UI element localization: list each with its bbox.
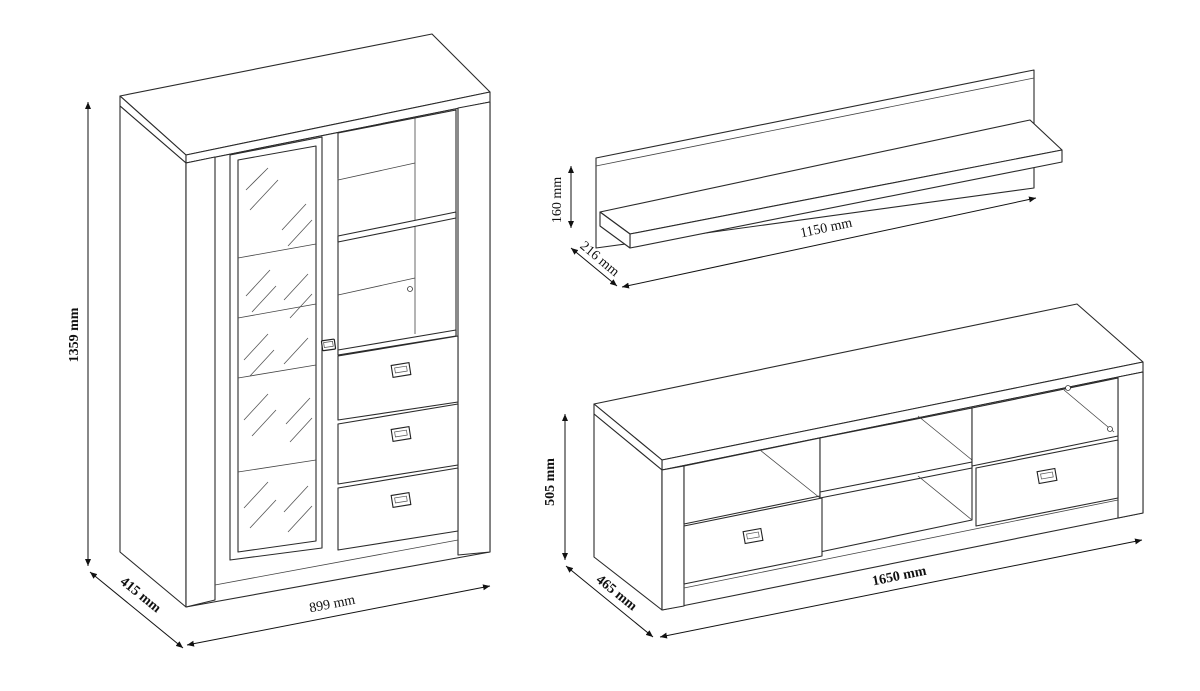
tv-stand-height-label: 505 mm (543, 458, 558, 506)
cabinet-right-post (457, 101, 491, 556)
cabinet-left-side-panel (119, 105, 187, 608)
cabinet-glass-door[interactable] (229, 136, 323, 561)
tv-stand-width-dimension-line (659, 538, 1143, 639)
cabinet-height-label: 1359 mm (67, 307, 82, 362)
tv-stand-left-post (661, 465, 685, 611)
drawer-handle-icon[interactable] (390, 362, 412, 378)
wall-shelf-drawing: 160 mm 216 mm 1150 mm (550, 69, 1063, 289)
cabinet-shelf-upper (337, 211, 457, 243)
glass-reflection-lines (243, 167, 313, 533)
drawer-handle-icon[interactable] (1036, 467, 1058, 485)
drawer-handle-icon[interactable] (390, 426, 412, 442)
tv-stand-drawing: 505 mm 465 mm 1650 mm (543, 303, 1144, 639)
door-handle-icon[interactable] (320, 338, 337, 352)
tv-stand-drawer-right[interactable] (975, 439, 1119, 527)
shelf-depth-dimension-line (570, 247, 618, 287)
drawer-handle-icon[interactable] (742, 527, 764, 545)
cabinet-drawer-3[interactable] (337, 467, 459, 551)
cabinet-left-post (185, 156, 216, 608)
cabinet-drawing: 1359 mm 415 mm 899 mm (67, 33, 491, 649)
cabinet-width-dimension-line (186, 584, 491, 647)
tv-stand-right-post (1117, 371, 1144, 519)
cabinet-drawer-2[interactable] (337, 403, 459, 485)
cabinet-glass-pane (237, 145, 317, 553)
cabinet-width-label: 899 mm (308, 593, 356, 617)
cabinet-depth-dimension-line (89, 571, 184, 649)
cabinet-drawer-1[interactable] (337, 335, 459, 421)
tv-stand-depth-dimension-line (565, 565, 654, 638)
shelf-height-label: 160 mm (550, 177, 565, 223)
tv-stand-middle-shelf (819, 461, 973, 499)
shelf-width-dimension-line (621, 196, 1037, 289)
drawer-handle-icon[interactable] (390, 492, 412, 508)
tv-stand-width-label: 1650 mm (871, 564, 928, 590)
